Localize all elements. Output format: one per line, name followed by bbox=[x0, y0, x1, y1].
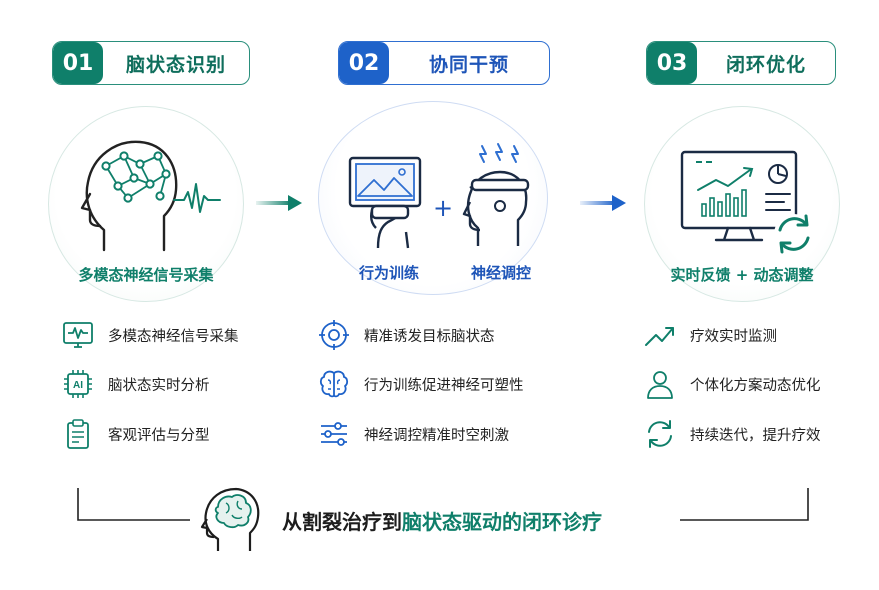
vr-training-icon bbox=[348, 156, 422, 249]
ai-chip-label: AI bbox=[73, 380, 83, 391]
plus-sign: + bbox=[433, 194, 454, 222]
step-1-header: 01 脑状态识别 bbox=[52, 41, 250, 85]
brain-head-icon bbox=[200, 487, 260, 551]
feature-text: 脑状态实时分析 bbox=[108, 377, 210, 394]
feature-text: 持续迭代，提升疗效 bbox=[690, 427, 821, 444]
feature-text: 客观评估与分型 bbox=[108, 427, 210, 444]
trend-up-icon bbox=[645, 327, 674, 346]
target-icon bbox=[319, 320, 349, 350]
feature-item: 疗效实时监测 bbox=[644, 318, 777, 352]
feature-item: 精准诱发目标脑状态 bbox=[318, 318, 495, 352]
sliders-icon bbox=[321, 422, 347, 446]
step-1-number: 01 bbox=[53, 42, 103, 84]
bottom-bracket bbox=[77, 488, 809, 521]
neuro-modulation-head-icon bbox=[462, 143, 530, 246]
step-1-title: 脑状态识别 bbox=[125, 53, 226, 76]
step-1-circle bbox=[48, 106, 244, 302]
step-3-caption: 实时反馈 + 动态调整 bbox=[670, 266, 814, 284]
feature-item: AI 脑状态实时分析 bbox=[62, 367, 210, 401]
step-2-number: 02 bbox=[339, 42, 389, 84]
slogan-highlight: 脑状态驱动的闭环诊疗 bbox=[402, 510, 602, 534]
feature-item: 个体化方案动态优化 bbox=[644, 367, 821, 401]
user-icon bbox=[647, 371, 673, 399]
eeg-head-icon bbox=[80, 140, 221, 252]
bottom-slogan: 从割裂治疗到脑状态驱动的闭环诊疗 bbox=[282, 506, 602, 535]
step-2-header: 02 协同干预 bbox=[338, 41, 550, 85]
step-2-caption-right: 神经调控 bbox=[470, 264, 531, 282]
refresh-icon bbox=[648, 420, 672, 448]
monitor-wave-icon bbox=[63, 322, 93, 348]
clipboard-icon bbox=[67, 419, 89, 449]
feature-text: 个体化方案动态优化 bbox=[690, 377, 821, 394]
step-3-title: 闭环优化 bbox=[725, 53, 806, 76]
feature-item: 客观评估与分型 bbox=[62, 417, 210, 451]
step-2-title: 协同干预 bbox=[428, 53, 509, 76]
step-2-caption-left: 行为训练 bbox=[358, 264, 419, 282]
feature-text: 行为训练促进神经可塑性 bbox=[364, 377, 524, 394]
arrow-right-icon bbox=[256, 195, 302, 211]
feature-item: 行为训练促进神经可塑性 bbox=[318, 367, 524, 401]
feature-text: 精准诱发目标脑状态 bbox=[364, 328, 495, 345]
ai-chip-icon: AI bbox=[64, 370, 92, 398]
slogan-prefix: 从割裂治疗到 bbox=[282, 510, 402, 534]
feature-item: 持续迭代，提升疗效 bbox=[644, 417, 821, 451]
feature-text: 多模态神经信号采集 bbox=[108, 328, 239, 345]
arrow-right-icon bbox=[580, 195, 626, 211]
monitor-chart-icon bbox=[680, 150, 814, 254]
step-3-number: 03 bbox=[647, 42, 697, 84]
brain-icon bbox=[319, 370, 349, 398]
feature-item: 神经调控精准时空刺激 bbox=[318, 417, 509, 451]
step-3-header: 03 闭环优化 bbox=[646, 41, 836, 85]
step-1-caption: 多模态神经信号采集 bbox=[78, 266, 214, 284]
feature-text: 神经调控精准时空刺激 bbox=[364, 427, 509, 444]
feature-text: 疗效实时监测 bbox=[690, 328, 777, 345]
feature-item: 多模态神经信号采集 bbox=[62, 318, 239, 352]
